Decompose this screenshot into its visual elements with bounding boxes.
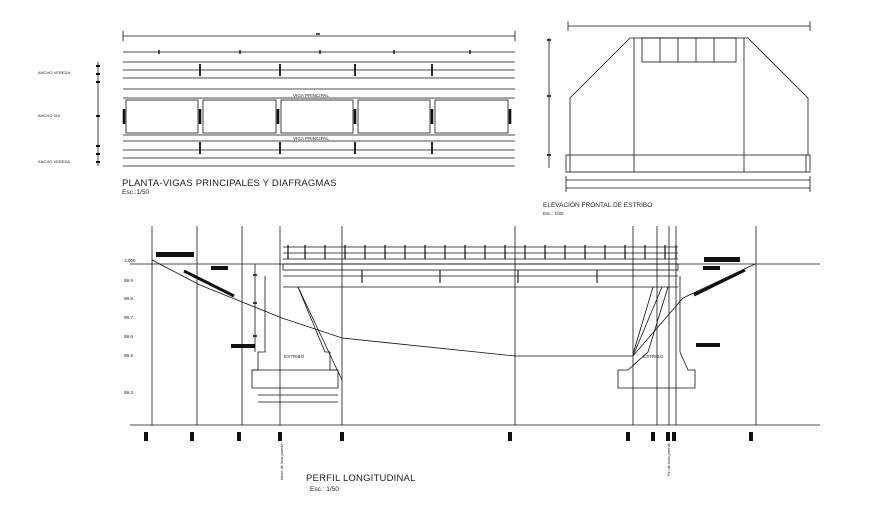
- plan-scale: Esc.:1/50: [122, 189, 149, 196]
- dimension-ticks: [158, 33, 471, 54]
- slope-protection-right: [693, 268, 746, 297]
- profile-markers: [144, 252, 753, 441]
- profile-title: PERFIL LONGITUDINAL: [306, 473, 416, 484]
- label-viga-principal-bottom: VIGA PRINCIPAL: [293, 136, 329, 141]
- level-label-999: 99.9: [124, 278, 133, 283]
- slope-protection-left: [183, 269, 235, 298]
- label-fin-losa: Fin de losa puente: [666, 442, 671, 476]
- longitudinal-profile: [130, 226, 820, 426]
- label-inicio-losa: Inicio de losa puente: [279, 443, 284, 480]
- diaphragms: [122, 109, 512, 124]
- label-ancho-vereda-bottom: ANCHO VEREDA: [38, 159, 70, 164]
- label-estribo-right: ESTRIBO: [643, 354, 664, 359]
- label-viga-principal-top: VIGA PRINCIPAL: [293, 93, 329, 98]
- label-estribo-left: ESTRIBO: [284, 354, 305, 359]
- plan-view: [96, 31, 516, 167]
- railing-posts: [287, 245, 677, 259]
- post-markers: [199, 64, 433, 154]
- label-ancho-vereda-top: ANCHO VEREDA: [38, 70, 70, 75]
- level-label-1000: 1.000: [124, 258, 136, 263]
- elevation-title: ELEVACIÓN FRONTAL DE ESTRIBO: [543, 200, 652, 209]
- plan-title: PLANTA-VIGAS PRINCIPALES Y DIAFRAGMAS: [122, 178, 337, 189]
- abutment-elevation: [547, 21, 811, 192]
- level-label-993: 99.3: [124, 390, 133, 395]
- level-label-997: 99.7: [124, 315, 133, 320]
- profile-scale: Esc.: 1/50: [310, 486, 339, 493]
- level-label-995: 99.5: [124, 353, 133, 358]
- label-ancho-via: ANCHO VÍA: [38, 113, 60, 118]
- level-label-996: 99.6: [124, 334, 133, 339]
- level-label-998: 99.8: [124, 296, 133, 301]
- elevation-scale: Esc.: 1/50: [543, 211, 564, 216]
